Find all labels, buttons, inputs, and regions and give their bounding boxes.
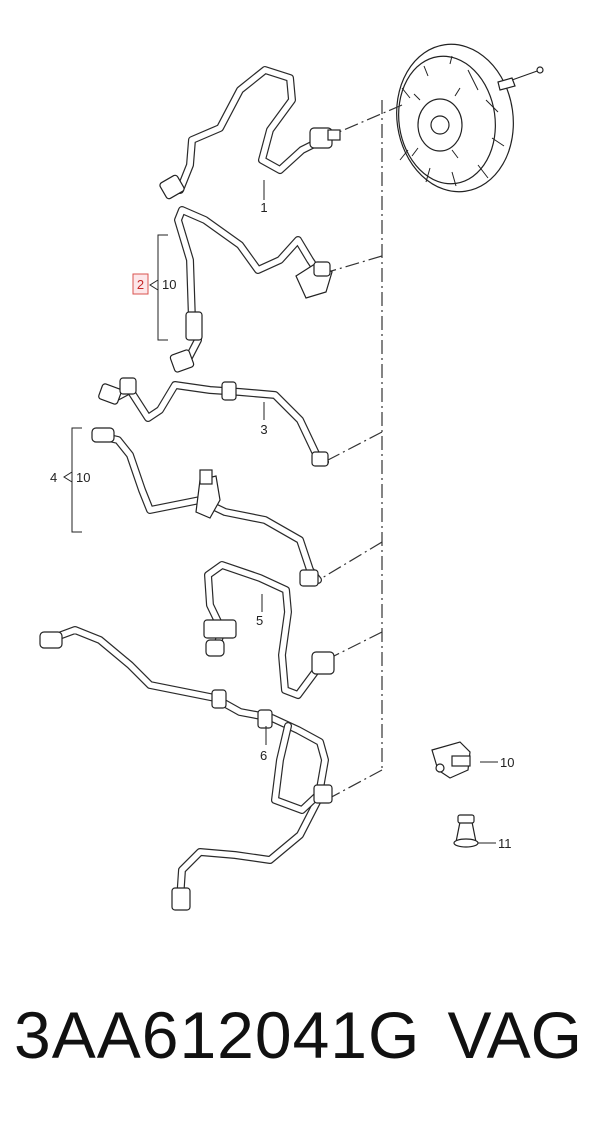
hose-3: [98, 377, 329, 467]
callout-6: 6: [260, 748, 267, 763]
hose-1: [159, 66, 341, 200]
footer: 3AA612041G VAG: [0, 995, 600, 1075]
callout-5: 5: [256, 613, 263, 628]
part-11-plug: [453, 814, 479, 848]
callout-1: 1: [260, 200, 267, 215]
parts-diagram: 1 2 10 3 4 10 5 6 10 11: [39, 43, 544, 911]
hose-4: [91, 427, 322, 587]
callout-10: 10: [500, 755, 514, 770]
callout-4-qty: 10: [76, 470, 90, 485]
part-10-bracket: [431, 741, 471, 779]
part-number: 3AA612041G: [14, 998, 421, 1072]
hose-6: [39, 626, 333, 911]
reference-lines: [321, 100, 403, 801]
hose-5: [203, 561, 335, 699]
callout-2-qty: 10: [162, 277, 176, 292]
leader-lines: [63, 180, 498, 844]
brand-name: VAG: [447, 998, 582, 1072]
callout-3: 3: [260, 422, 267, 437]
callout-2: 2: [137, 277, 144, 292]
callout-2-highlight-box: [132, 273, 149, 295]
callout-11: 11: [498, 836, 512, 851]
hose-2: [169, 206, 333, 373]
callout-4: 4: [50, 470, 57, 485]
brake-booster: [396, 43, 544, 193]
